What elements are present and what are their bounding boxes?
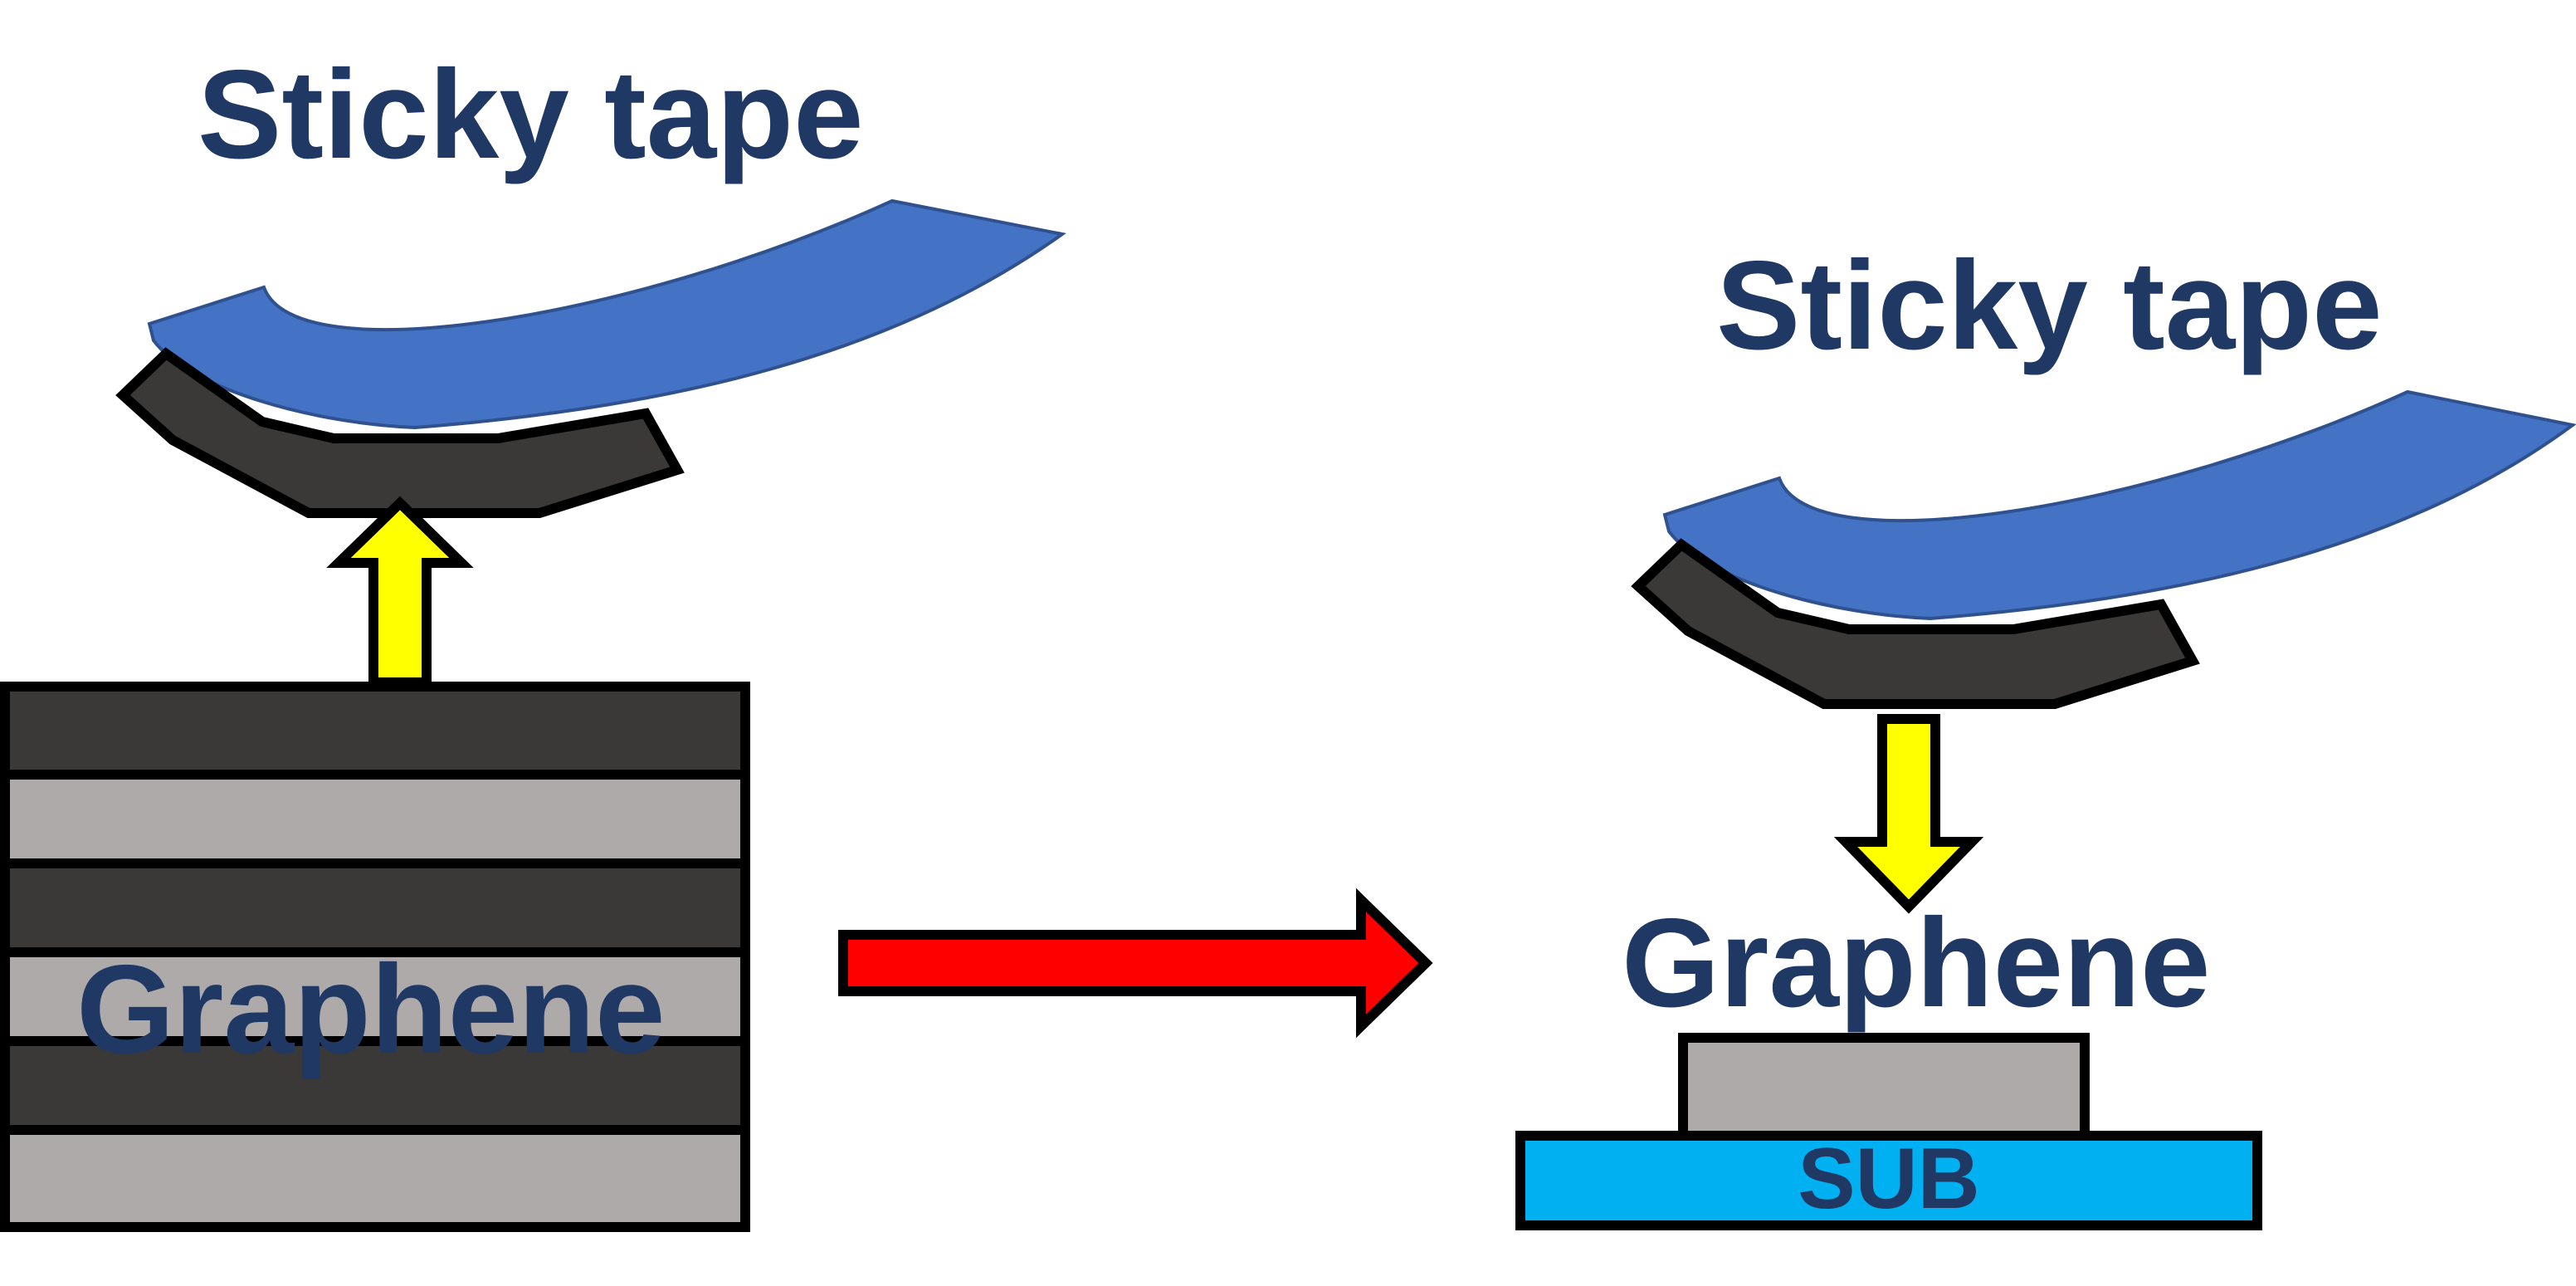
graphite-layer-light (0, 770, 750, 868)
right-sticky-tape-label: Sticky tape (1716, 235, 2383, 376)
transition-right-arrow (838, 887, 1433, 1039)
left-sticky-tape (147, 198, 1066, 430)
graphite-layer-dark (0, 858, 750, 957)
graphite-layer-light (0, 1125, 750, 1232)
graphite-stack (0, 682, 750, 1232)
right-panel: Sticky tape Graphene SUB (1515, 235, 2576, 1230)
left-graphene-label: Graphene (76, 939, 666, 1080)
left-up-arrow (326, 496, 474, 687)
right-graphene-label: Graphene (1622, 892, 2211, 1034)
right-down-arrow (1833, 714, 1984, 914)
left-sticky-tape-label: Sticky tape (198, 44, 864, 185)
substrate-label: SUB (1798, 1131, 1980, 1227)
left-panel: Sticky tape Graphene (0, 44, 1066, 1232)
substrate (1515, 1131, 2262, 1230)
graphene-flake-on-substrate (1678, 1033, 2090, 1141)
graphite-layer-light (0, 947, 750, 1046)
right-sticky-tape (1662, 389, 2576, 621)
left-peeled-graphene-flake (115, 347, 685, 518)
graphite-layer-dark (0, 682, 750, 780)
right-peeled-graphene-flake (1631, 538, 2200, 709)
